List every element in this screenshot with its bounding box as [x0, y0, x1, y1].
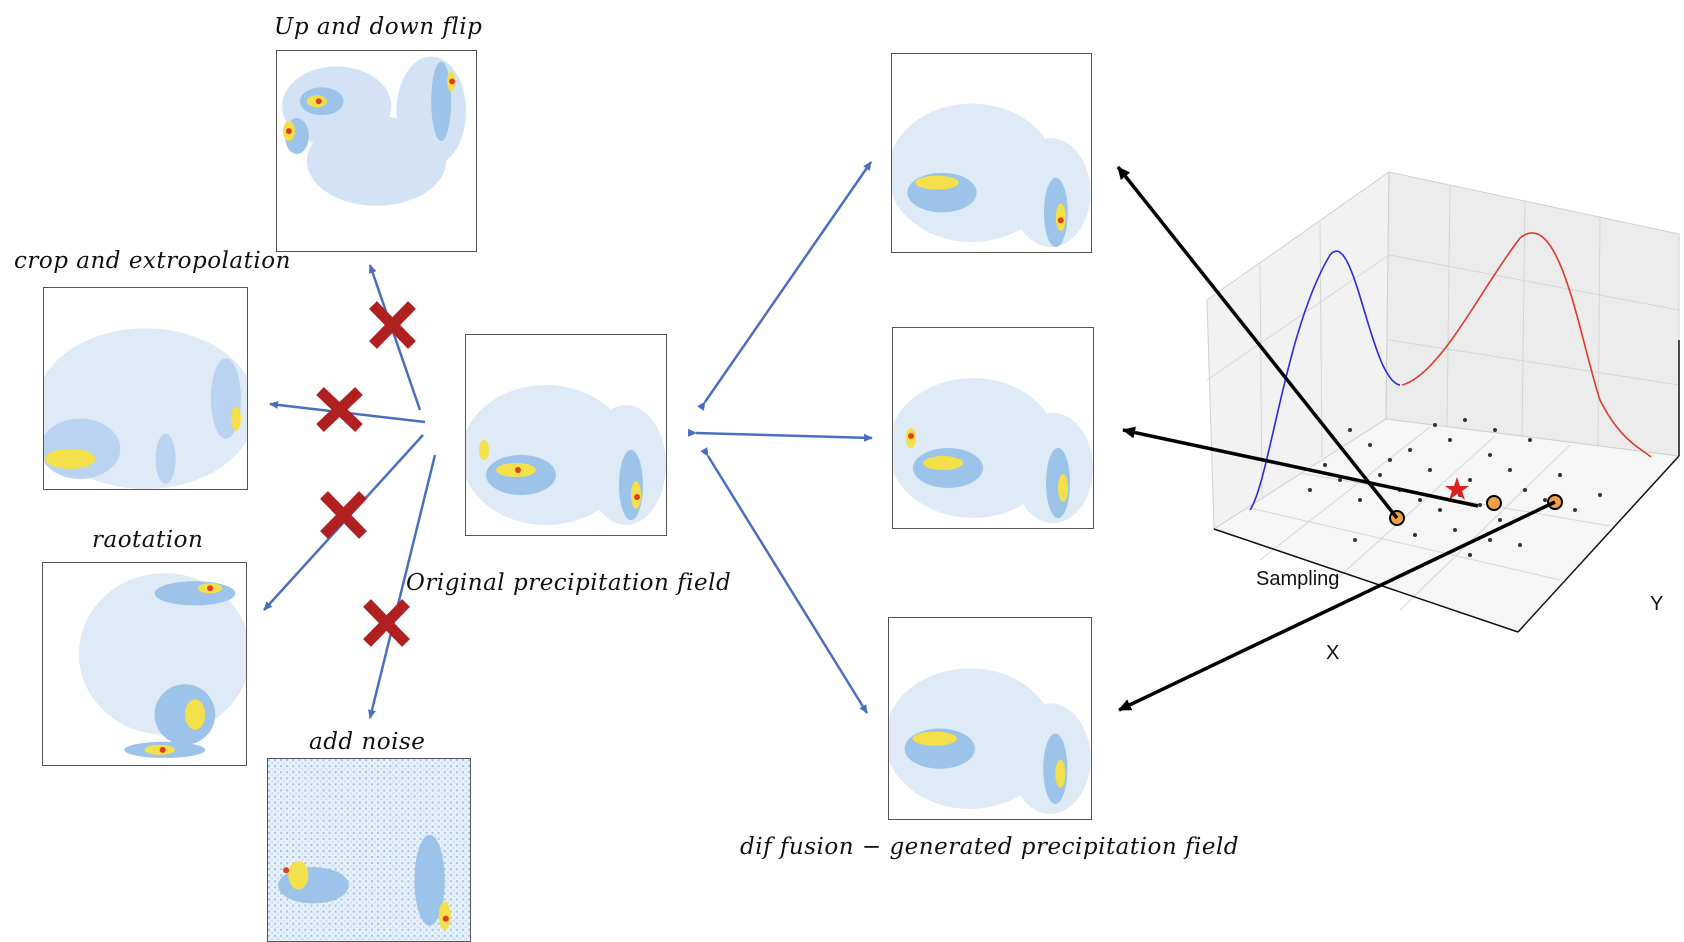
label-original: Original precipitation field — [406, 570, 732, 596]
label-crop: crop and extropolation — [14, 248, 291, 274]
panel-rotation — [42, 562, 247, 766]
precip-field-original — [466, 385, 666, 525]
panel-diffusion-1 — [891, 53, 1092, 253]
curve-left — [1249, 250, 1401, 511]
arrow-to-gen-3 — [700, 447, 869, 714]
arrow-sample-to-gen-1 — [1116, 165, 1399, 520]
cross-icon-flip — [369, 301, 416, 349]
panel-up-down-flip — [276, 50, 477, 252]
star-icon — [1445, 477, 1469, 500]
panel-add-noise — [267, 758, 471, 942]
augmentation-arrows — [263, 264, 437, 719]
precip-field-gen-2 — [893, 378, 1093, 523]
cross-icon-rotation — [320, 491, 367, 539]
sampling-arrows — [1116, 165, 1556, 712]
panel-diffusion-2 — [892, 327, 1094, 529]
precip-field-rotation — [78, 573, 246, 758]
cross-icon-crop — [316, 387, 363, 432]
precip-field-noise — [268, 759, 470, 941]
plot-grid — [1206, 184, 1680, 611]
curve-right — [1401, 232, 1652, 458]
label-rotation: raotation — [92, 527, 204, 553]
precip-field-flip — [281, 56, 467, 206]
label-sampling: Sampling — [1256, 568, 1340, 590]
plot-side-wall — [1385, 171, 1680, 457]
panel-diffusion-3 — [888, 617, 1092, 820]
cross-icon-noise — [363, 599, 410, 647]
label-up-down-flip: Up and down flip — [274, 14, 483, 40]
diffusion-arrows — [687, 161, 873, 714]
axis-label-y: Y — [1650, 593, 1664, 615]
plot-3d — [1206, 171, 1681, 633]
precip-field-gen-3 — [889, 668, 1091, 814]
arrow-to-flip — [368, 264, 422, 411]
sample-marker-2 — [1486, 495, 1502, 511]
label-add-noise: add noise — [309, 729, 426, 755]
reject-crosses — [316, 301, 416, 647]
axis-label-x: X — [1326, 642, 1340, 664]
precip-field-gen-1 — [892, 103, 1091, 248]
arrow-to-gen-1 — [697, 161, 873, 411]
precip-field-crop — [44, 328, 247, 489]
label-diffusion: dif fusion − generated precipitation fie… — [740, 834, 1240, 860]
arrow-sample-to-gen-3 — [1118, 500, 1556, 712]
panel-crop — [43, 287, 248, 490]
arrow-to-gen-2 — [687, 428, 873, 442]
plot-axes — [1213, 340, 1680, 633]
arrow-sample-to-gen-2 — [1122, 426, 1479, 508]
arrow-to-noise — [368, 454, 437, 719]
panel-original — [465, 334, 667, 536]
